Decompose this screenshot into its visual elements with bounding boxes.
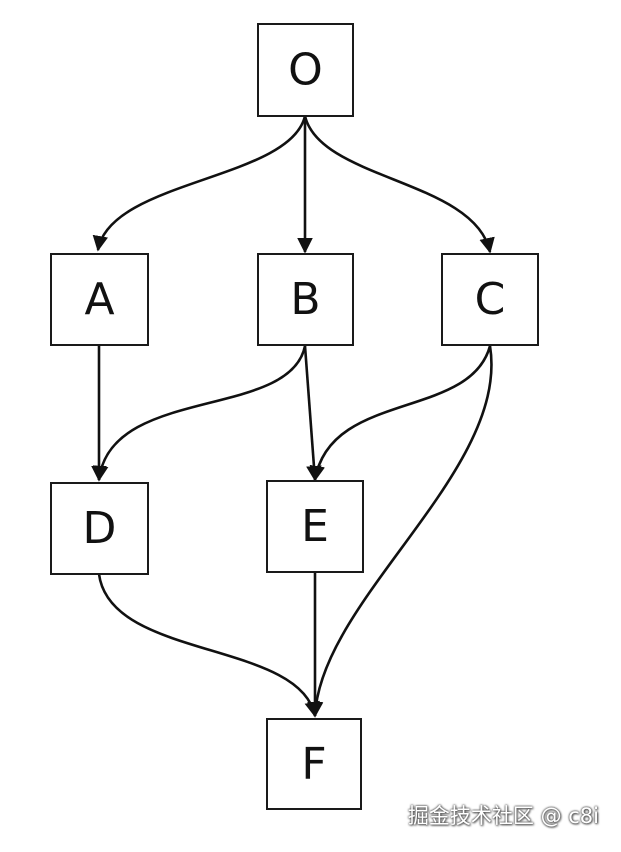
node-a-box [50, 253, 149, 346]
node-b-label: B [290, 274, 320, 325]
node-d-label: D [83, 503, 117, 554]
node-o-label: O [288, 45, 323, 96]
node-c: C [441, 253, 539, 346]
node-o-box [257, 23, 354, 117]
edge-o-c [303, 115, 495, 254]
node-e-box [266, 480, 364, 573]
node-e: E [266, 480, 364, 573]
edges [91, 115, 495, 718]
node-c-label: C [475, 274, 506, 325]
edge-d-f [97, 573, 320, 718]
edge-o-a [92, 115, 307, 252]
node-e-label: E [301, 501, 329, 552]
node-f-box [266, 718, 362, 810]
edge-c-f [307, 345, 493, 718]
node-a: A [50, 253, 149, 346]
watermark: 掘金技术社区 @ c8i [407, 804, 599, 828]
node-f: F [266, 718, 362, 810]
node-c-box [441, 253, 539, 346]
node-a-label: A [84, 274, 114, 325]
node-f-label: F [301, 739, 326, 790]
node-d-box [50, 482, 149, 575]
node-b-box [257, 253, 354, 346]
node-b: B [257, 253, 354, 346]
edge-b-d [92, 345, 307, 482]
edge-c-e [309, 345, 492, 482]
node-d: D [50, 482, 149, 575]
node-o: O [257, 23, 354, 117]
edge-b-e [303, 345, 322, 482]
